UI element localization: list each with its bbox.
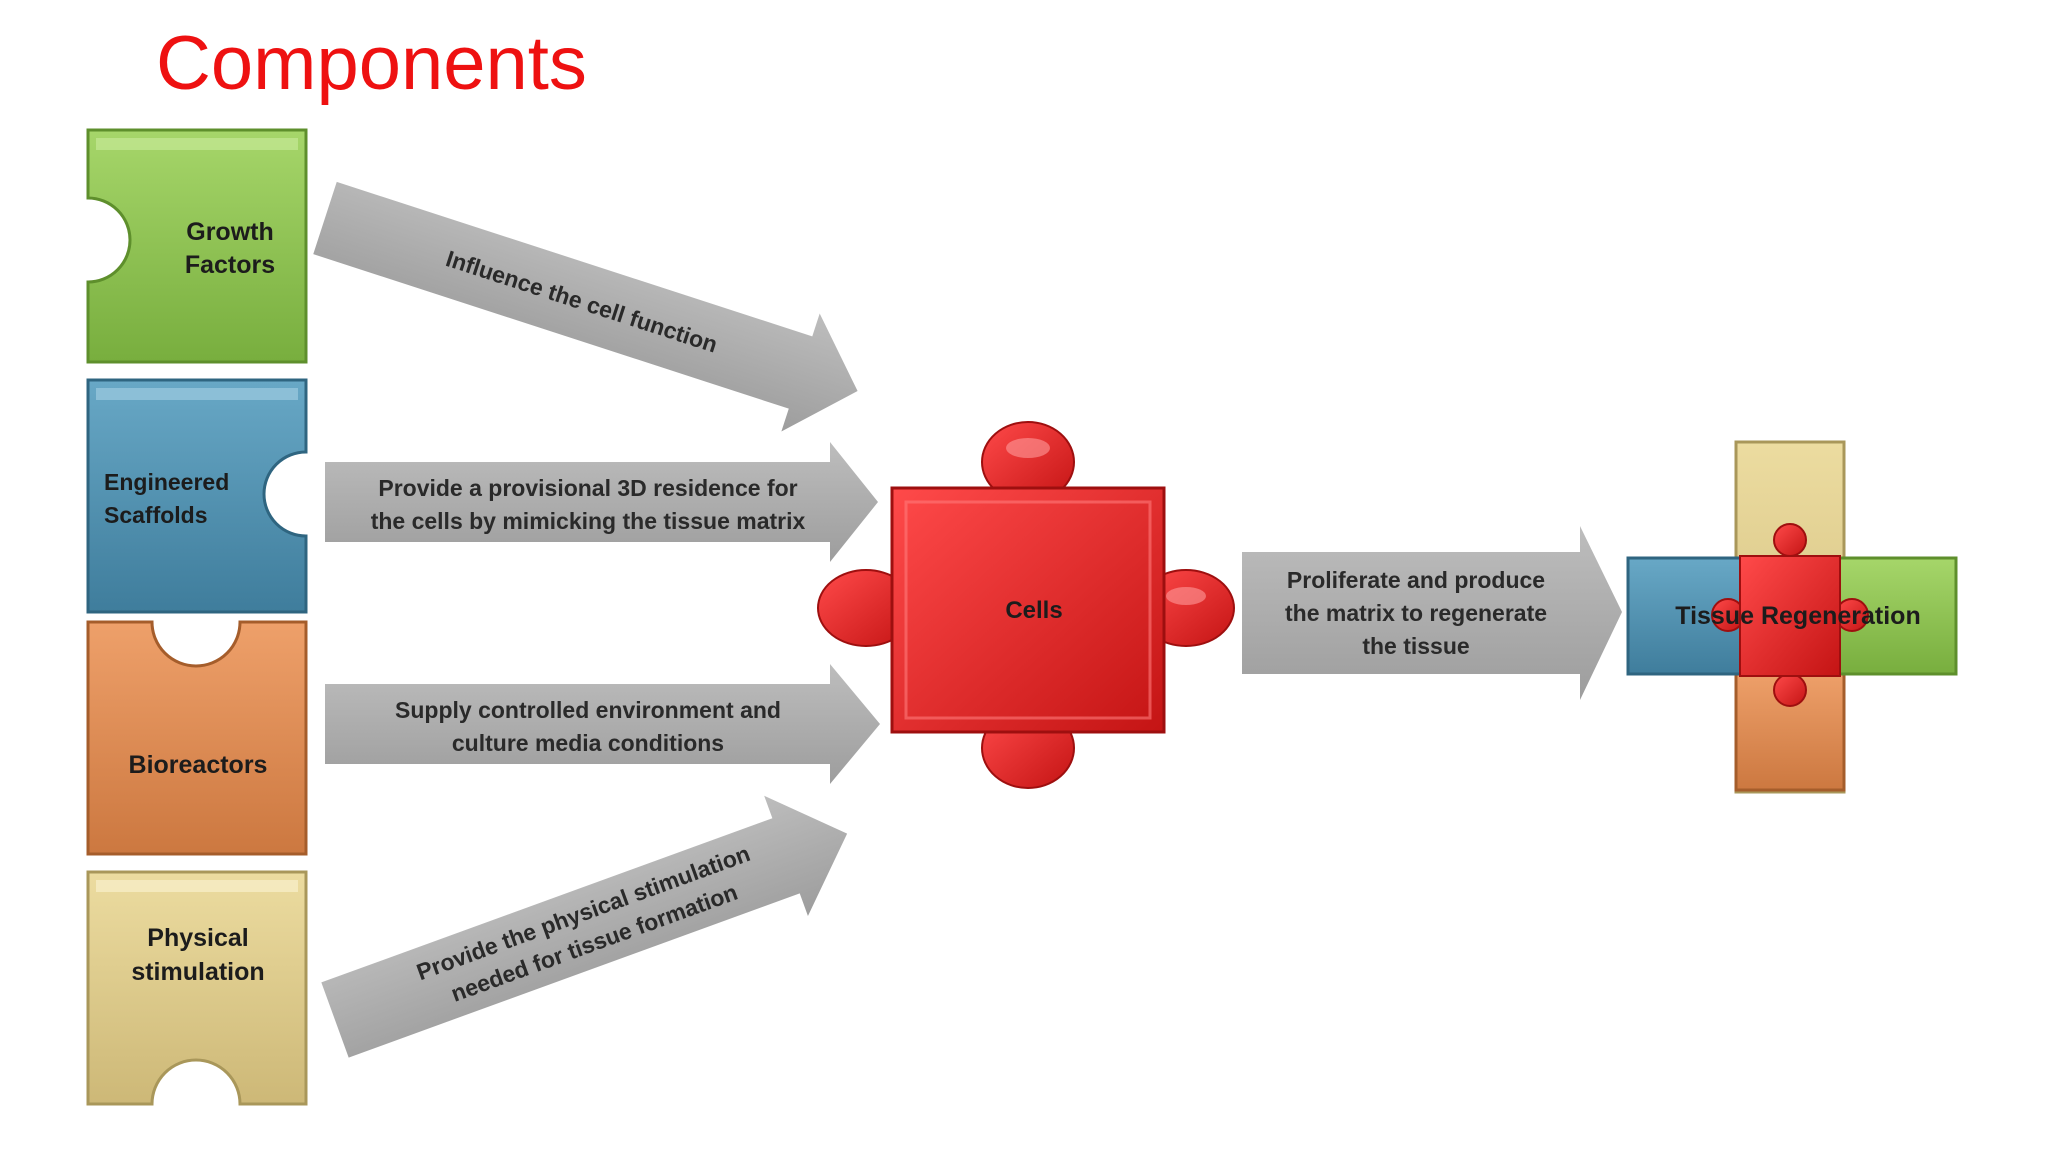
- piece-growth-factors: Growth Factors: [86, 128, 308, 364]
- arrow-influence: Influence the cell function: [313, 181, 858, 432]
- growth-factors-line1: Growth: [186, 218, 274, 246]
- piece-bioreactors: Bioreactors: [86, 620, 308, 856]
- arrow-provisional-residence: Provide a provisional 3D residence for t…: [325, 442, 878, 562]
- piece-engineered-scaffolds: Engineered Scaffolds: [86, 378, 308, 614]
- bioreactors-label: Bioreactors: [129, 751, 268, 779]
- arrow-proliferate: Proliferate and produce the matrix to re…: [1242, 526, 1622, 700]
- arrow-environment-line2: culture media conditions: [452, 730, 724, 756]
- arrow-provisional-line1: Provide a provisional 3D residence for: [378, 475, 797, 501]
- cells-piece: Cells: [817, 421, 1235, 789]
- arrow-controlled-environment: Supply controlled environment and cultur…: [325, 664, 880, 784]
- arrow-proliferate-line2: the matrix to regenerate: [1285, 600, 1547, 626]
- engineered-scaffolds-line1: Engineered: [104, 469, 229, 495]
- tissue-regeneration-piece: Tissue Regeneration: [1626, 440, 1958, 794]
- physical-stimulation-line2: stimulation: [131, 958, 264, 986]
- arrow-environment-line1: Supply controlled environment and: [395, 697, 781, 723]
- physical-stimulation-line1: Physical: [147, 924, 248, 952]
- arrow-proliferate-line1: Proliferate and produce: [1287, 567, 1545, 593]
- cells-label: Cells: [1005, 597, 1062, 624]
- arrow-provisional-line2: the cells by mimicking the tissue matrix: [371, 508, 806, 534]
- engineered-scaffolds-line2: Scaffolds: [104, 502, 208, 528]
- tissue-regeneration-label: Tissue Regeneration: [1675, 602, 1920, 630]
- growth-factors-line2: Factors: [185, 251, 275, 279]
- slide-title: Components: [156, 21, 587, 106]
- piece-physical-stimulation: Physical stimulation: [86, 870, 308, 1106]
- arrow-physical-stimulation: Provide the physical stimulation needed …: [321, 795, 848, 1058]
- arrow-proliferate-line3: the tissue: [1362, 633, 1469, 659]
